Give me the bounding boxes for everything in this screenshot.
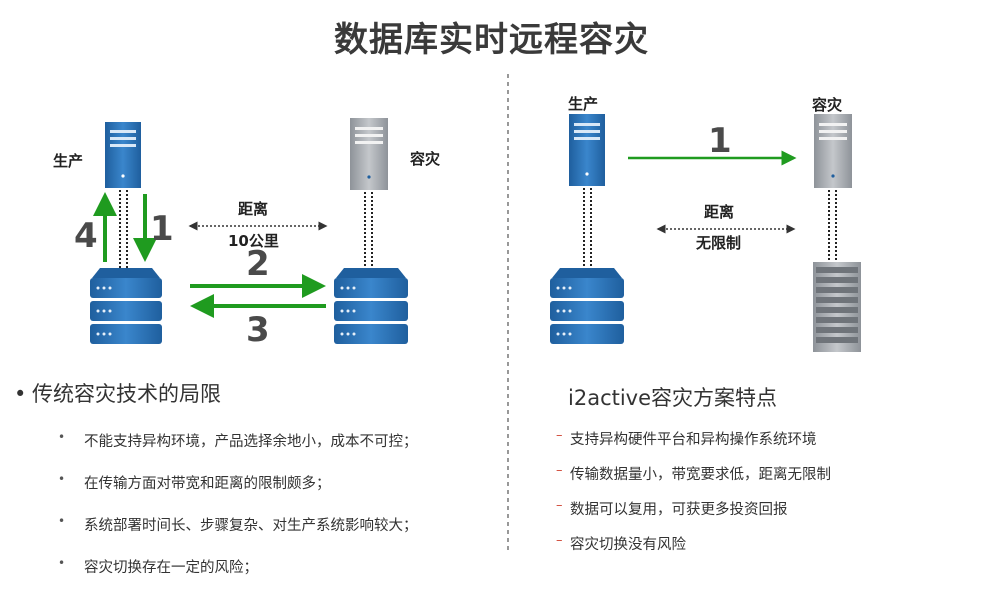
right-disaster-label: 容灾: [811, 96, 843, 114]
right-disaster-storage-icon: [813, 262, 861, 352]
right-distance-value: 无限制: [695, 234, 741, 252]
disaster-server-icon: [350, 118, 388, 190]
left-production-label: 生产: [53, 152, 83, 170]
list-item: 容灾切换没有风险: [556, 533, 831, 568]
step-3-label: 3: [246, 310, 270, 350]
right-disaster-server-icon: [814, 114, 852, 188]
right-production-label: 生产: [568, 95, 598, 113]
disaster-storage-icon: [334, 268, 408, 344]
right-step-1-label: 1: [708, 121, 732, 161]
page-title: 数据库实时远程容灾: [334, 20, 649, 60]
right-production-storage-icon: [550, 268, 624, 344]
production-server-icon: [105, 122, 141, 188]
right-section-heading: i2active容灾方案特点: [568, 386, 778, 410]
left-disaster-label: 容灾: [409, 150, 441, 168]
heading-bullet-icon: •: [14, 382, 27, 406]
right-distance-label: 距离: [704, 203, 734, 221]
left-limitations-list: 不能支持异构环境，产品选择余地小，成本不可控； 在传输方面对带宽和距离的限制颇多…: [58, 430, 418, 598]
left-section-heading: •传统容灾技术的局限: [14, 382, 221, 406]
list-item: 不能支持异构环境，产品选择余地小，成本不可控；: [58, 430, 418, 472]
list-item: 容灾切换存在一定的风险；: [58, 556, 418, 598]
list-item: 在传输方面对带宽和距离的限制颇多；: [58, 472, 418, 514]
production-storage-icon: [90, 268, 162, 344]
list-item: 支持异构硬件平台和异构操作系统环境: [556, 428, 831, 463]
list-item: 系统部署时间长、步骤复杂、对生产系统影响较大；: [58, 514, 418, 556]
step-4-label: 4: [74, 216, 98, 256]
left-distance-value: 10公里: [228, 232, 279, 250]
step-2-label: 2: [246, 244, 270, 284]
right-features-list: 支持异构硬件平台和异构操作系统环境 传输数据量小，带宽要求低，距离无限制 数据可…: [556, 428, 831, 568]
list-item: 数据可以复用，可获更多投资回报: [556, 498, 831, 533]
step-1-label: 1: [150, 209, 174, 249]
right-production-server-icon: [569, 114, 605, 186]
list-item: 传输数据量小，带宽要求低，距离无限制: [556, 463, 831, 498]
left-distance-label: 距离: [238, 200, 268, 218]
